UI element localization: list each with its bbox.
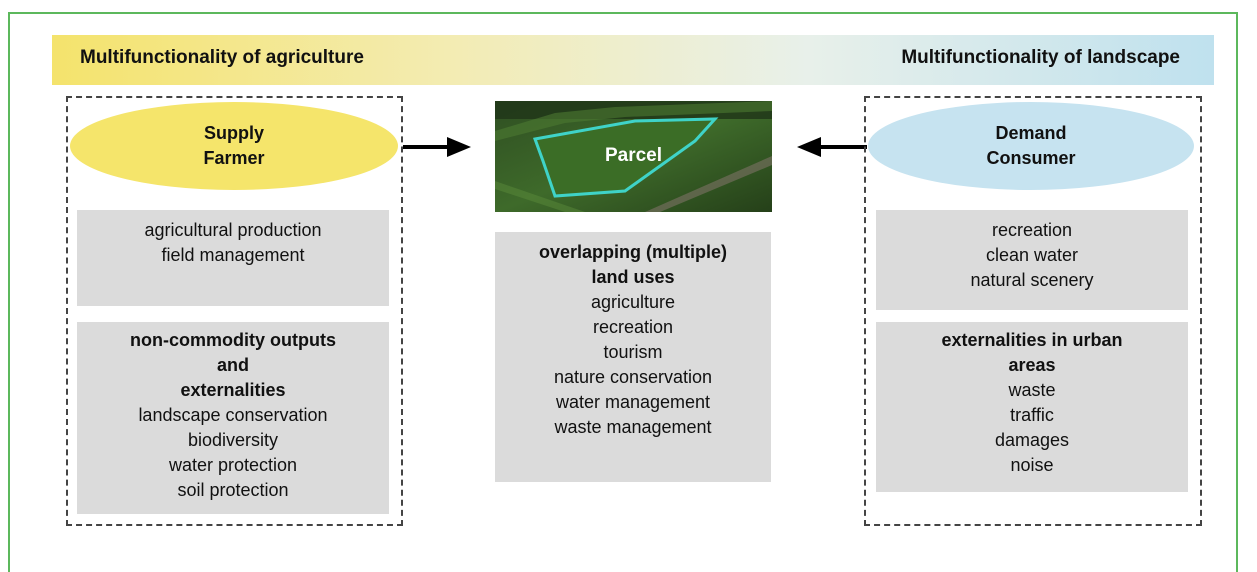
- supply-label: Supply: [203, 123, 264, 143]
- land-use-item: tourism: [603, 342, 663, 362]
- demand-box2-item: damages: [994, 430, 1070, 450]
- land-use-item: recreation: [592, 317, 674, 337]
- demand-services-box: recreation clean water natural scenery: [876, 210, 1188, 310]
- landscape-title: Multifunctionality of landscape: [901, 47, 1180, 68]
- land-use-item: water management: [555, 392, 711, 412]
- agriculture-title: Multifunctionality of agriculture: [80, 47, 364, 68]
- supply-box2-heading: non-commodity outputs: [130, 330, 336, 350]
- demand-box2-item: waste: [1008, 380, 1056, 400]
- land-use-item: waste management: [554, 417, 712, 437]
- land-uses-box: overlapping (multiple) land uses agricul…: [495, 232, 771, 482]
- demand-externalities-box: externalities in urban areas waste traff…: [876, 322, 1188, 492]
- supply-production-box: agricultural production field management: [77, 210, 389, 306]
- supply-box1-line: field management: [161, 245, 305, 265]
- land-use-item: agriculture: [590, 292, 676, 312]
- parcel-photo-graphic: [495, 101, 772, 212]
- land-use-item: nature conservation: [553, 367, 713, 387]
- supply-box2-item: landscape conservation: [138, 405, 328, 425]
- farmer-label: Farmer: [203, 148, 265, 168]
- frame-top-rule: [8, 12, 1238, 14]
- demand-box1-line: recreation: [991, 220, 1073, 240]
- supply-farmer-ellipse: Supply Farmer: [70, 102, 398, 190]
- land-uses-heading: land uses: [591, 267, 675, 287]
- supply-box2-heading: and: [216, 355, 249, 375]
- header-banner: Multifunctionality of agriculture Multif…: [52, 35, 1214, 85]
- supply-box2-item: biodiversity: [187, 430, 279, 450]
- supply-dashed-group: [66, 96, 403, 526]
- demand-box2-heading: areas: [1008, 355, 1056, 375]
- demand-dashed-group: [864, 96, 1202, 526]
- demand-box2-item: traffic: [1010, 405, 1054, 425]
- supply-box2-item: water protection: [168, 455, 298, 475]
- parcel-aerial-photo: Parcel: [495, 101, 772, 212]
- demand-box2-heading: externalities in urban: [941, 330, 1123, 350]
- demand-label: Demand: [995, 123, 1067, 143]
- consumer-label: Consumer: [986, 148, 1076, 168]
- supply-box2-item: soil protection: [177, 480, 289, 500]
- supply-to-parcel-arrow: [403, 137, 471, 157]
- demand-consumer-ellipse: Demand Consumer: [868, 102, 1194, 190]
- demand-box1-line: clean water: [985, 245, 1079, 265]
- land-uses-heading: overlapping (multiple): [538, 242, 727, 262]
- supply-box2-heading: externalities: [180, 380, 286, 400]
- demand-to-parcel-arrow: [797, 137, 867, 157]
- supply-box1-line: agricultural production: [144, 220, 322, 240]
- parcel-label: Parcel: [604, 145, 663, 166]
- demand-box2-item: noise: [1010, 455, 1054, 475]
- figure-frame: [8, 12, 1238, 572]
- supply-externalities-box: non-commodity outputs and externalities …: [77, 322, 389, 514]
- demand-box1-line: natural scenery: [970, 270, 1094, 290]
